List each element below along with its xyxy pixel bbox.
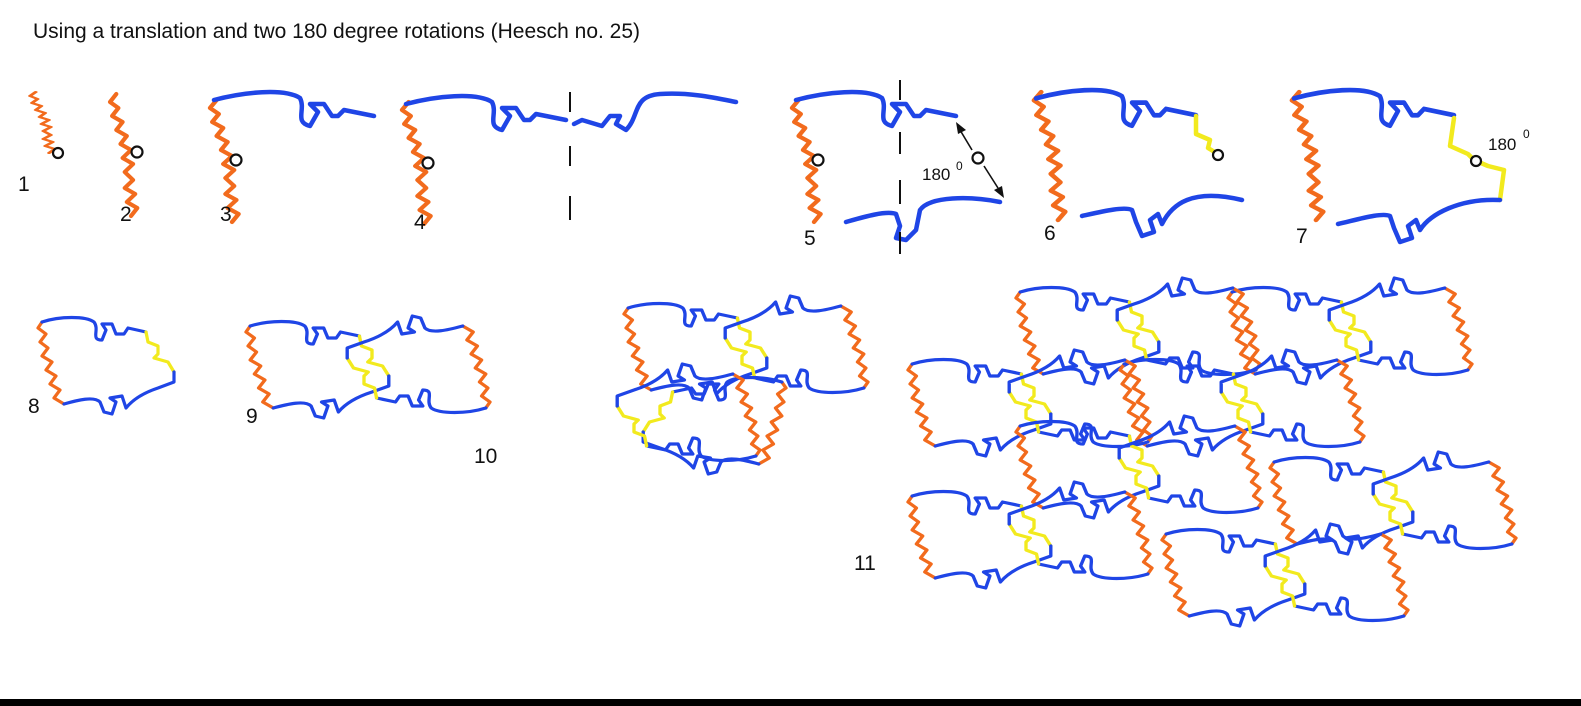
step-4-figure (402, 91, 739, 224)
bottom-border (0, 699, 1581, 706)
step-10-tiles (615, 294, 870, 476)
step-1-label: 1 (18, 173, 30, 196)
step-3-label: 3 (220, 203, 232, 226)
step-1-figure (28, 90, 65, 160)
step-6-label: 6 (1044, 222, 1056, 245)
step-8-tile (36, 315, 176, 416)
step-7-rotation-degree: 0 (1523, 127, 1530, 141)
diagram-title: Using a translation and two 180 degree r… (33, 20, 641, 43)
step-5-rotation-value: 180 (922, 165, 950, 184)
step-9-label: 9 (246, 405, 258, 428)
step-10-label: 10 (474, 445, 497, 468)
step-2-figure (110, 94, 144, 216)
step-7-rotation-value: 180 (1488, 135, 1516, 154)
step-9-tiles (244, 314, 492, 420)
step-4-label: 4 (414, 211, 426, 234)
step-5-rotation-degree: 0 (956, 159, 963, 173)
step-7-label: 7 (1296, 225, 1308, 248)
step-3-figure (210, 92, 374, 222)
step-5-figure (792, 80, 1004, 254)
step-11-label: 11 (854, 552, 876, 575)
step-8-label: 8 (28, 395, 40, 418)
step-5-label: 5 (804, 227, 816, 250)
step-2-label: 2 (120, 203, 132, 226)
step-7-figure (1292, 90, 1507, 245)
step-11-tiling (906, 276, 1518, 628)
step-6-figure (1034, 90, 1245, 239)
